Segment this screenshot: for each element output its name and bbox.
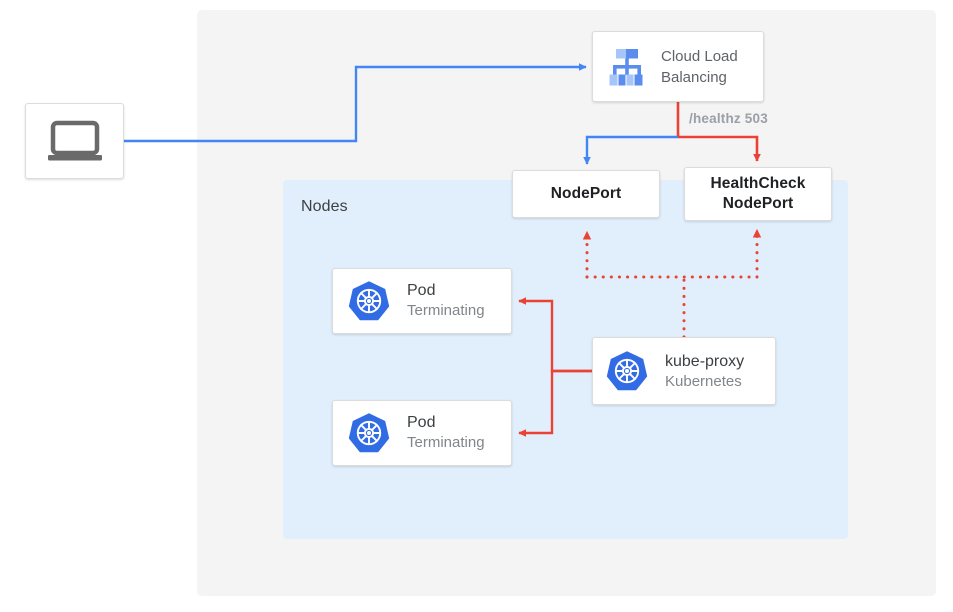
healthcheck-nodeport-label: HealthCheck NodePort: [711, 174, 806, 214]
nodeport-node[interactable]: NodePort: [512, 170, 660, 218]
healthcheck-nodeport-node[interactable]: HealthCheck NodePort: [684, 167, 832, 221]
cloud-load-balancing-label-line1: Cloud Load: [661, 47, 738, 65]
kube-proxy-node[interactable]: kube-proxy Kubernetes: [592, 337, 776, 405]
healthcheck-nodeport-label-line2: NodePort: [722, 195, 794, 212]
kubernetes-icon: [348, 281, 390, 321]
cloud-load-balancing-icon: [609, 48, 643, 85]
pod-label: Pod Terminating: [407, 413, 485, 453]
cloud-load-balancing-label-line2: Balancing: [661, 68, 727, 86]
healthz-edge-label: /healthz 503: [689, 111, 768, 126]
laptop-icon: [47, 120, 102, 161]
kubernetes-icon: [606, 351, 648, 391]
pod-status: Terminating: [407, 434, 485, 451]
pod-node[interactable]: Pod Terminating: [332, 400, 512, 466]
kube-proxy-subtitle: Kubernetes: [665, 372, 742, 390]
pod-title: Pod: [407, 414, 436, 431]
pod-status: Terminating: [407, 302, 485, 319]
pod-node[interactable]: Pod Terminating: [332, 268, 512, 334]
pod-label: Pod Terminating: [407, 281, 485, 321]
kube-proxy-title: kube-proxy: [665, 352, 745, 370]
cloud-load-balancing-label: Cloud Load Balancing: [661, 46, 738, 88]
cloud-load-balancing-node[interactable]: Cloud Load Balancing: [592, 31, 764, 102]
nodes-group-label: Nodes: [301, 198, 348, 215]
kubernetes-icon: [348, 413, 390, 453]
pod-title: Pod: [407, 282, 436, 299]
nodeport-label: NodePort: [550, 185, 622, 202]
client-node[interactable]: [25, 103, 124, 179]
healthcheck-nodeport-label-line1: HealthCheck: [710, 175, 806, 192]
kube-proxy-label: kube-proxy Kubernetes: [665, 351, 744, 392]
